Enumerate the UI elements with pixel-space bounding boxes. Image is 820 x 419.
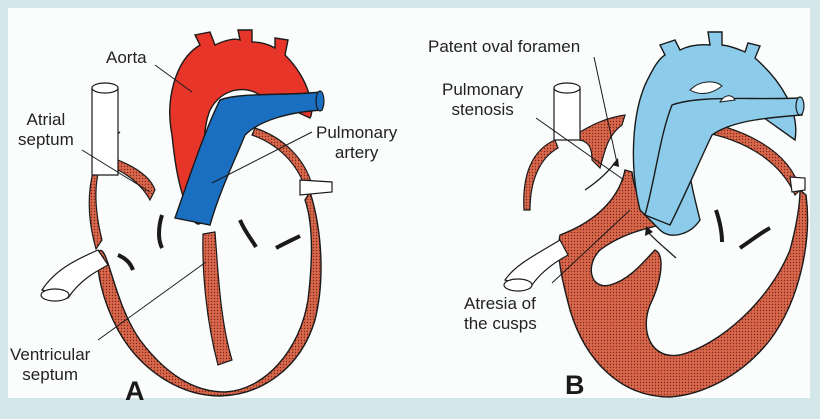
aortic-arch-opening-b xyxy=(689,81,723,94)
valve-leaflet-b2 xyxy=(738,226,771,250)
pulmonary-artery-b xyxy=(644,97,803,226)
label-ventricular-septum-line2: septum xyxy=(22,365,79,384)
label-atrial-septum: Atrial septum xyxy=(18,110,74,150)
ventricle-wall-b xyxy=(558,169,809,398)
label-ventricular-septum: Ventricular septum xyxy=(10,345,90,385)
label-atrial-septum-line1: Atrial xyxy=(26,110,66,129)
label-atresia-line2: the cusps xyxy=(464,314,537,333)
label-atresia-cusps: Atresia of the cusps xyxy=(464,294,537,334)
leader-line-atresia xyxy=(551,209,631,284)
label-ventricular-septum-line1: Ventricular xyxy=(10,345,91,364)
leader-line-ventricular-septum xyxy=(97,261,207,341)
label-aorta: Aorta xyxy=(106,48,147,67)
superior-vena-cava-a xyxy=(91,87,119,176)
label-patent-oval-foramen: Patent oval foramen xyxy=(428,37,581,56)
valve-leaflet-a1 xyxy=(157,214,164,249)
panel-letter-a: A xyxy=(125,376,145,406)
valve-leaflet-a2 xyxy=(238,219,258,249)
label-atresia-line1: Atresia of xyxy=(464,294,536,313)
pulmonary-vein-b xyxy=(789,176,806,193)
atrial-septum-b xyxy=(579,114,626,170)
label-pulmonary-stenosis-line2: stenosis xyxy=(451,100,514,119)
label-pulmonary-artery: Pulmonary artery xyxy=(316,123,397,163)
pulmonary-vein-a xyxy=(299,179,333,196)
heart-a xyxy=(40,29,333,397)
ventricular-septum-a xyxy=(202,231,233,366)
atrial-septum-a xyxy=(117,159,156,202)
leader-line-pulmonary-artery xyxy=(211,131,313,184)
leader-line-stenosis xyxy=(535,117,625,181)
heart-b xyxy=(503,31,809,398)
label-pulmonary-artery-line1: Pulmonary xyxy=(316,123,398,142)
label-pulmonary-artery-line2: artery xyxy=(334,143,379,162)
superior-vena-cava-b xyxy=(553,87,581,141)
leader-line-aorta xyxy=(154,64,193,93)
atrial-wall-left-b xyxy=(523,139,559,211)
leader-line-atrial-septum xyxy=(81,149,151,193)
flow-arrow-cusps xyxy=(647,231,677,259)
valve-leaflet-a3 xyxy=(117,253,135,271)
label-pulmonary-stenosis-line1: Pulmonary xyxy=(442,80,524,99)
leader-line-foramen xyxy=(593,56,618,164)
arch-opening-b2 xyxy=(719,95,736,103)
valve-leaflet-b1 xyxy=(714,209,724,243)
label-atrial-septum-line2: septum xyxy=(18,130,74,149)
valve-leaflet-a4 xyxy=(275,234,301,250)
ventricle-wall-a xyxy=(96,190,322,397)
label-pulmonary-stenosis: Pulmonary stenosis xyxy=(442,80,523,120)
panel-letter-b: B xyxy=(565,370,585,400)
pulmonary-artery-a xyxy=(174,91,323,226)
